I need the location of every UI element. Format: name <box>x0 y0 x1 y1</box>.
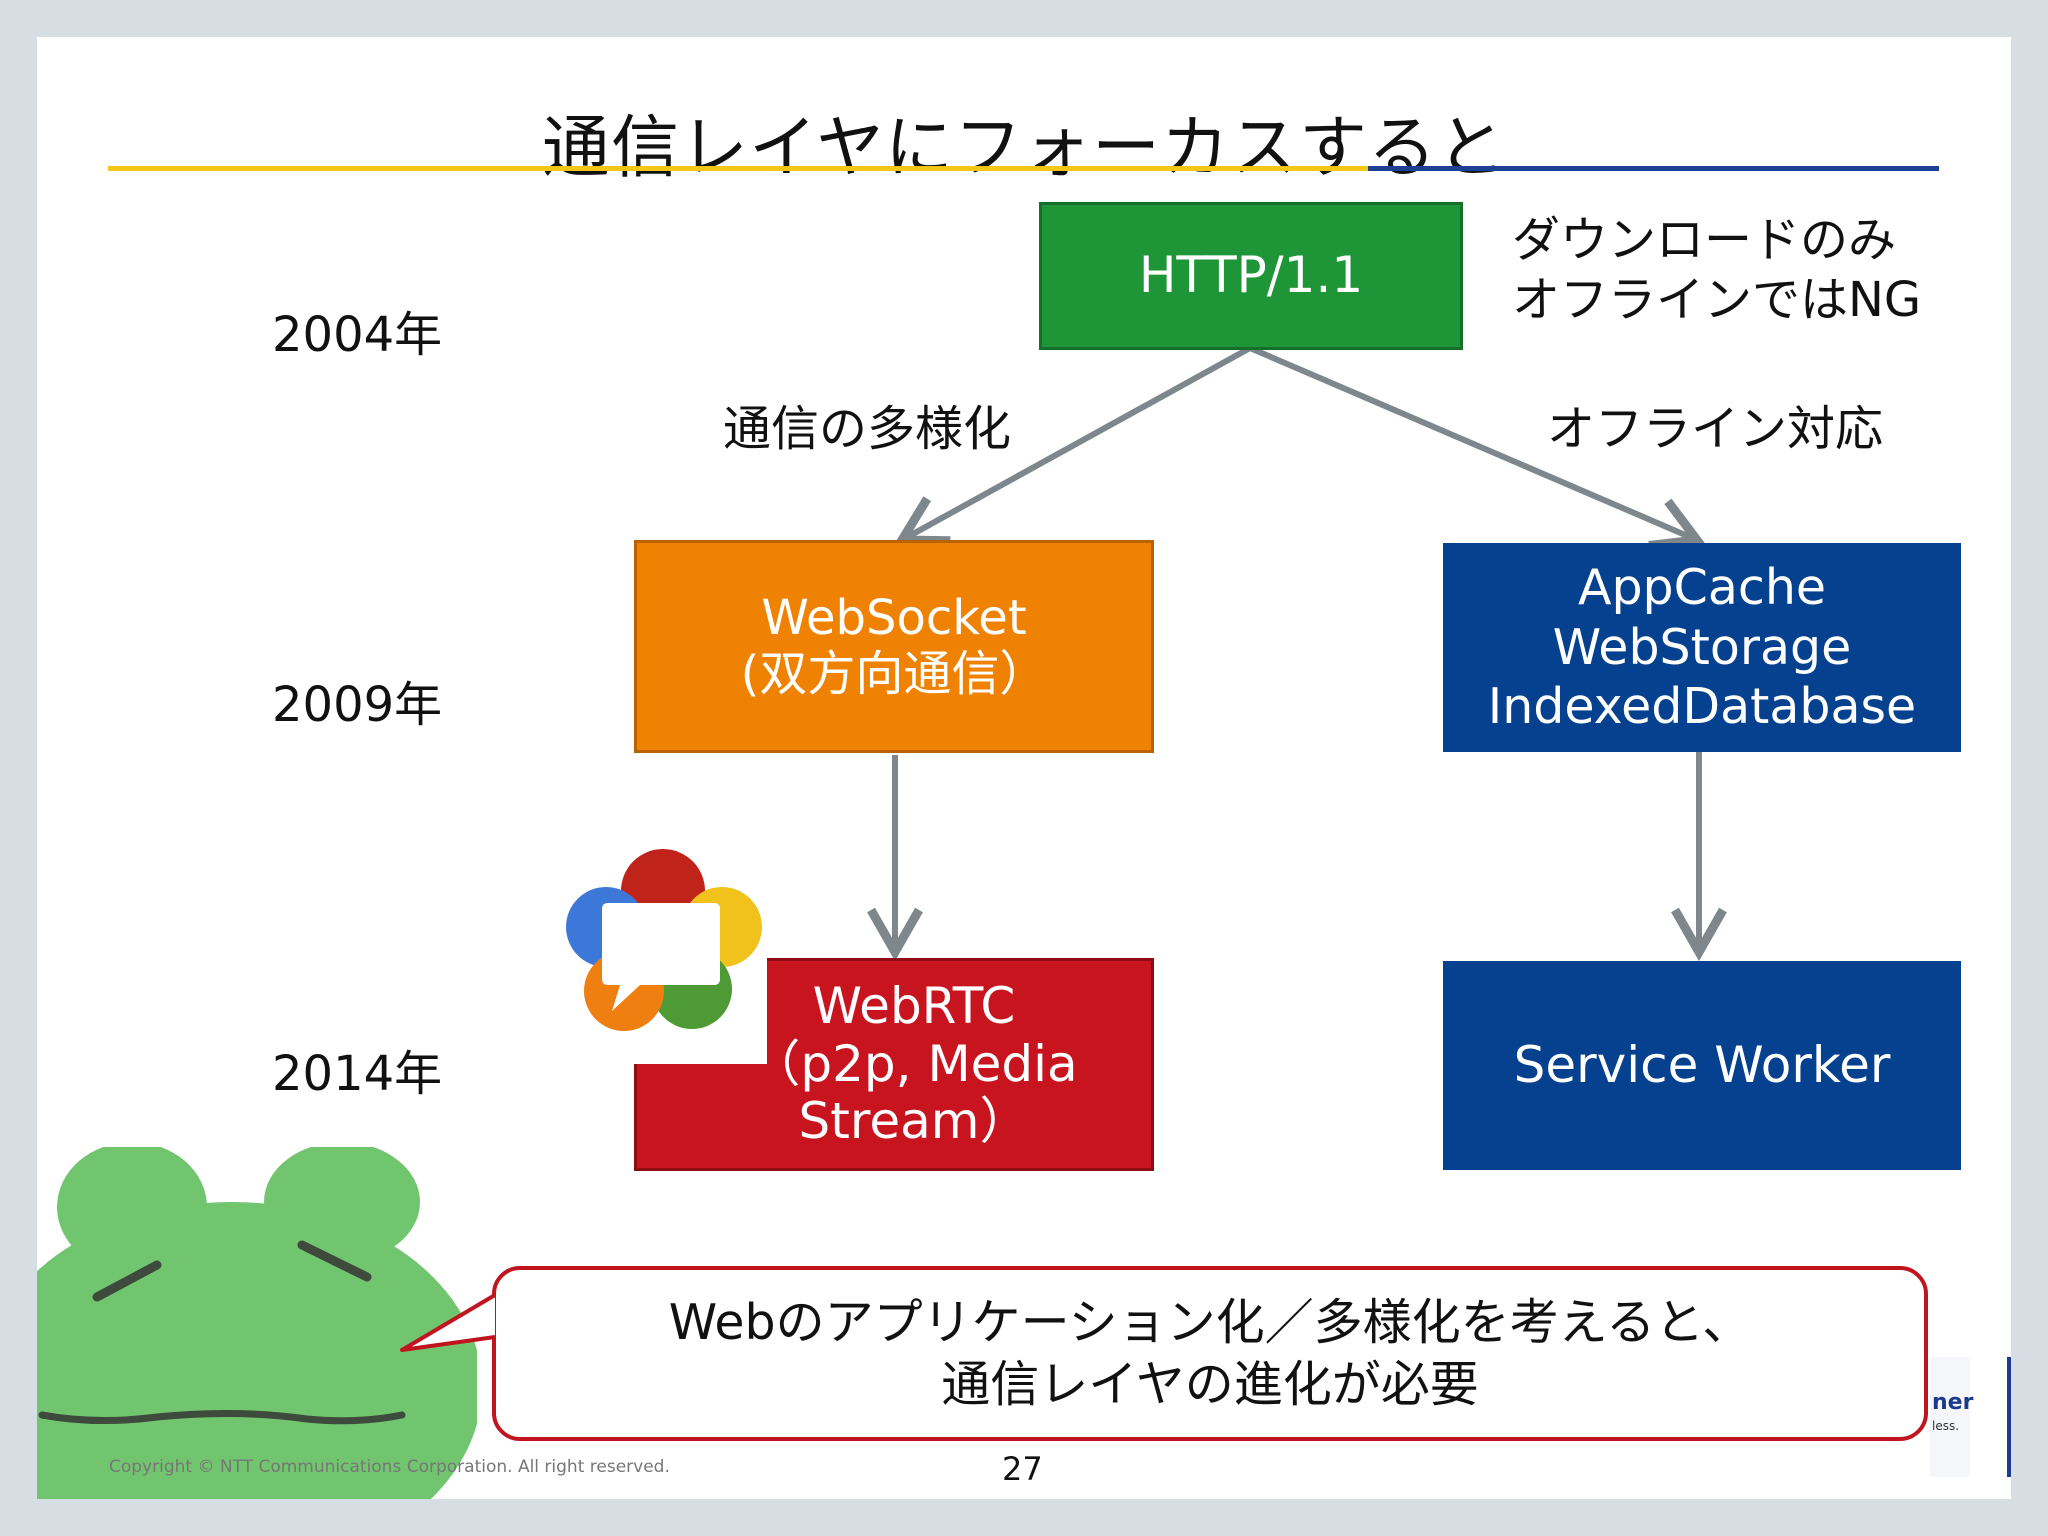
serviceworker-label: Service Worker <box>1513 1035 1891 1094</box>
webrtc-line-1: WebRTC <box>812 977 1016 1036</box>
partner-logo <box>1930 1357 1970 1477</box>
speech-bubble: Webのアプリケーション化／多様化を考えると、 通信レイヤの進化が必要 <box>492 1266 1928 1441</box>
left-branch-label: 通信の多様化 <box>723 401 1012 457</box>
webrtc-logo-icon <box>562 839 767 1064</box>
partner-logo-bar <box>2007 1357 2011 1477</box>
http-note-line-1: ダウンロードのみ <box>1512 212 1897 268</box>
flow-arrows <box>867 345 1727 962</box>
title-rule-yellow <box>108 166 1368 171</box>
copyright-text: Copyright © NTT Communications Corporati… <box>109 1457 670 1477</box>
appcache-box: AppCache WebStorage IndexedDatabase <box>1443 543 1961 752</box>
right-branch-label: オフライン対応 <box>1547 401 1884 457</box>
appcache-line-3: IndexedDatabase <box>1487 678 1917 736</box>
slide-title: 通信レイヤにフォーカスすると <box>542 109 1506 188</box>
frog-character-icon <box>37 1147 477 1499</box>
year-2014-label: 2014年 <box>272 1046 443 1102</box>
bubble-line-1: Webのアプリケーション化／多様化を考えると、 <box>668 1294 1752 1352</box>
websocket-box: WebSocket (双方向通信） <box>634 540 1154 753</box>
appcache-line-1: AppCache <box>1577 558 1827 616</box>
arrow-http-to-appcache <box>1248 345 1706 550</box>
bubble-line-2: 通信レイヤの進化が必要 <box>941 1355 1479 1413</box>
arrow-http-to-websocket <box>894 345 1252 546</box>
slide: 通信レイヤにフォーカスすると 2004年 2009年 2014年 HTTP/1.… <box>37 37 2011 1499</box>
http-note: ダウンロードのみ オフラインではNG <box>1512 210 1921 330</box>
partner-logo-text: ner <box>1932 1390 1974 1415</box>
page-number: 27 <box>1002 1450 1043 1488</box>
serviceworker-box: Service Worker <box>1443 961 1961 1170</box>
title-rule-blue <box>1368 166 1939 171</box>
http-box: HTTP/1.1 <box>1039 202 1463 350</box>
websocket-line-1: WebSocket <box>761 590 1027 647</box>
http-label: HTTP/1.1 <box>1138 246 1364 305</box>
websocket-line-2: (双方向通信） <box>740 645 1048 702</box>
webrtc-line-2: （p2p, Media <box>750 1034 1078 1093</box>
appcache-line-2: WebStorage <box>1552 618 1852 676</box>
year-2004-label: 2004年 <box>272 307 443 363</box>
year-2009-label: 2009年 <box>272 677 443 733</box>
http-note-line-2: オフラインではNG <box>1512 272 1922 328</box>
webrtc-box: WebRTC （p2p, Media Stream） <box>634 958 1154 1171</box>
partner-logo-subtext: less. <box>1932 1419 1960 1433</box>
webrtc-line-3: Stream） <box>798 1092 1030 1151</box>
